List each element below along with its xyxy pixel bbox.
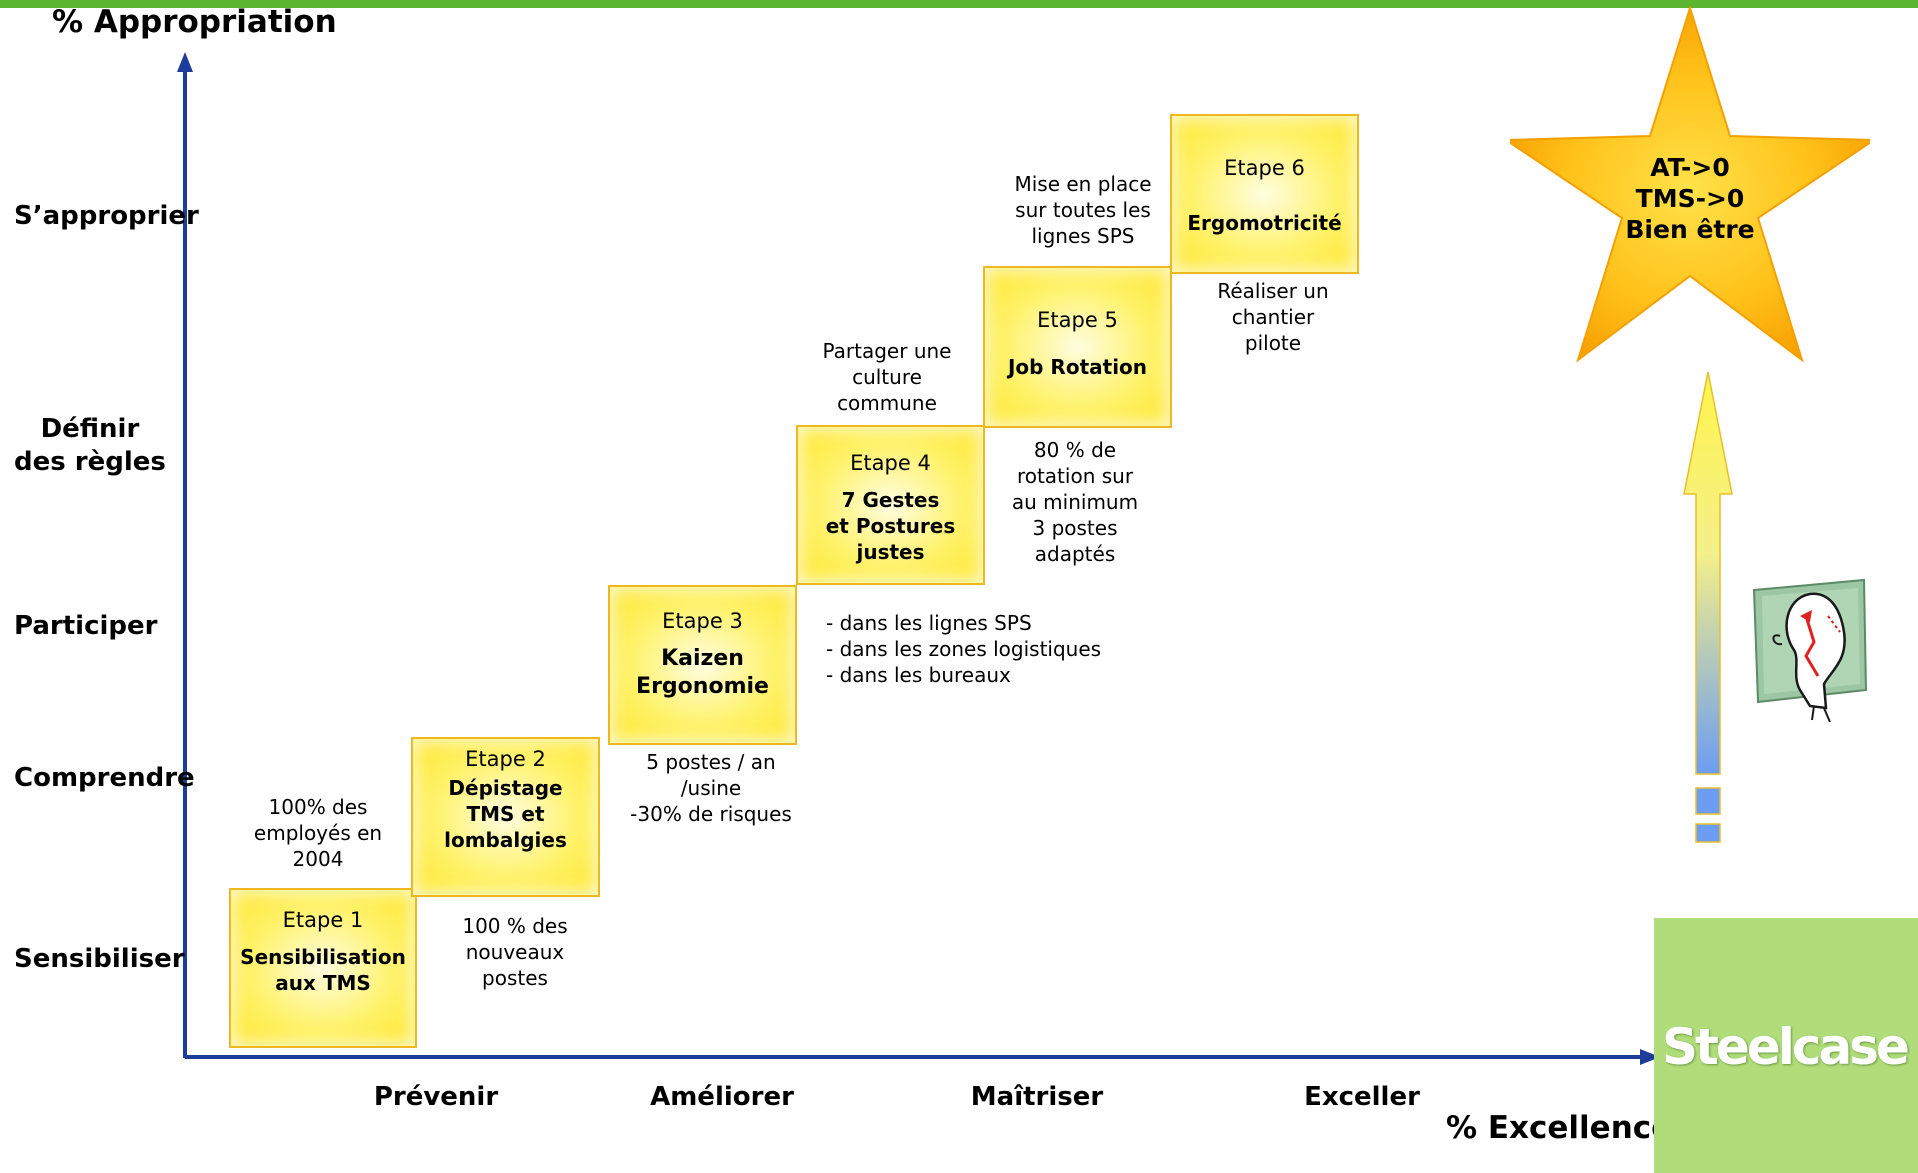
y-axis-arrowhead xyxy=(177,52,193,72)
note-partager-culture: Partager une culture commune xyxy=(822,339,952,415)
step-name: Dépistage TMS et lombalgies xyxy=(444,776,567,852)
note-postes-usine: 5 postes / an /usine -30% de risques xyxy=(630,750,792,826)
step-number: Etape 6 xyxy=(1224,156,1305,180)
star-text: AT->0 TMS->0 Bien être xyxy=(1590,152,1790,245)
posture-figure-icon xyxy=(1752,578,1868,722)
x-level-maitriser: Maîtriser xyxy=(970,1082,1104,1112)
steelcase-logo: Steelcase xyxy=(1654,918,1918,1173)
step-name: Ergomotricité xyxy=(1187,211,1342,235)
star-line-3: Bien être xyxy=(1625,215,1755,244)
y-level-sensibiliser: Sensibiliser xyxy=(14,944,185,974)
step-name: Sensibilisation aux TMS xyxy=(240,945,406,995)
y-axis-title: % Appropriation xyxy=(52,4,337,40)
note-employes-2004: 100% des employés en 2004 xyxy=(253,795,383,871)
top-bar xyxy=(0,0,1918,8)
step-box-3: Etape 3 Kaizen Ergonomie xyxy=(608,585,797,745)
step-number: Etape 3 xyxy=(662,609,743,633)
step-name: Job Rotation xyxy=(1007,355,1148,379)
x-level-exceller: Exceller xyxy=(1304,1082,1420,1112)
step-box-6: Etape 6 Ergomotricité xyxy=(1170,114,1359,274)
step-box-2: Etape 2 Dépistage TMS et lombalgies xyxy=(411,737,600,897)
step-number: Etape 5 xyxy=(1037,308,1118,332)
y-level-sapproprier: S’approprier xyxy=(14,201,199,231)
star-icon xyxy=(1510,6,1870,363)
x-axis-title: % Excellence xyxy=(1446,1110,1673,1146)
step-number: Etape 1 xyxy=(282,908,364,932)
step-name: 7 Gestes et Postures justes xyxy=(825,488,956,564)
y-level-definir-regles: Définir des règles xyxy=(14,414,166,477)
logo-text: Steelcase xyxy=(1662,1018,1910,1076)
x-level-prevenir: Prévenir xyxy=(373,1082,499,1112)
x-level-ameliorer: Améliorer xyxy=(650,1082,794,1112)
note-nouveaux-postes: 100 % des nouveaux postes xyxy=(462,914,568,990)
x-axis-arrowhead xyxy=(1640,1049,1660,1065)
step-number: Etape 2 xyxy=(465,747,546,771)
step-number: Etape 4 xyxy=(850,451,931,475)
star-line-2: TMS->0 xyxy=(1635,184,1745,213)
step-box-1: Etape 1 Sensibilisation aux TMS xyxy=(229,888,417,1048)
note-chantier-pilote: Réaliser un chantier pilote xyxy=(1217,279,1329,355)
step-name: Kaizen Ergonomie xyxy=(636,646,769,699)
star-line-1: AT->0 xyxy=(1650,153,1730,182)
step-box-5: Etape 5 Job Rotation xyxy=(983,266,1172,428)
note-rotation: 80 % de rotation sur au minimum 3 postes… xyxy=(1011,438,1139,566)
note-lignes-zones-bureaux: - dans les lignes SPS - dans les zones l… xyxy=(826,611,1102,687)
step-box-4: Etape 4 7 Gestes et Postures justes xyxy=(796,425,985,585)
up-arrow-icon xyxy=(1683,371,1733,843)
note-mise-en-place: Mise en place sur toutes les lignes SPS xyxy=(1014,172,1152,248)
y-level-participer: Participer xyxy=(14,611,158,641)
y-level-comprendre: Comprendre xyxy=(14,763,195,793)
